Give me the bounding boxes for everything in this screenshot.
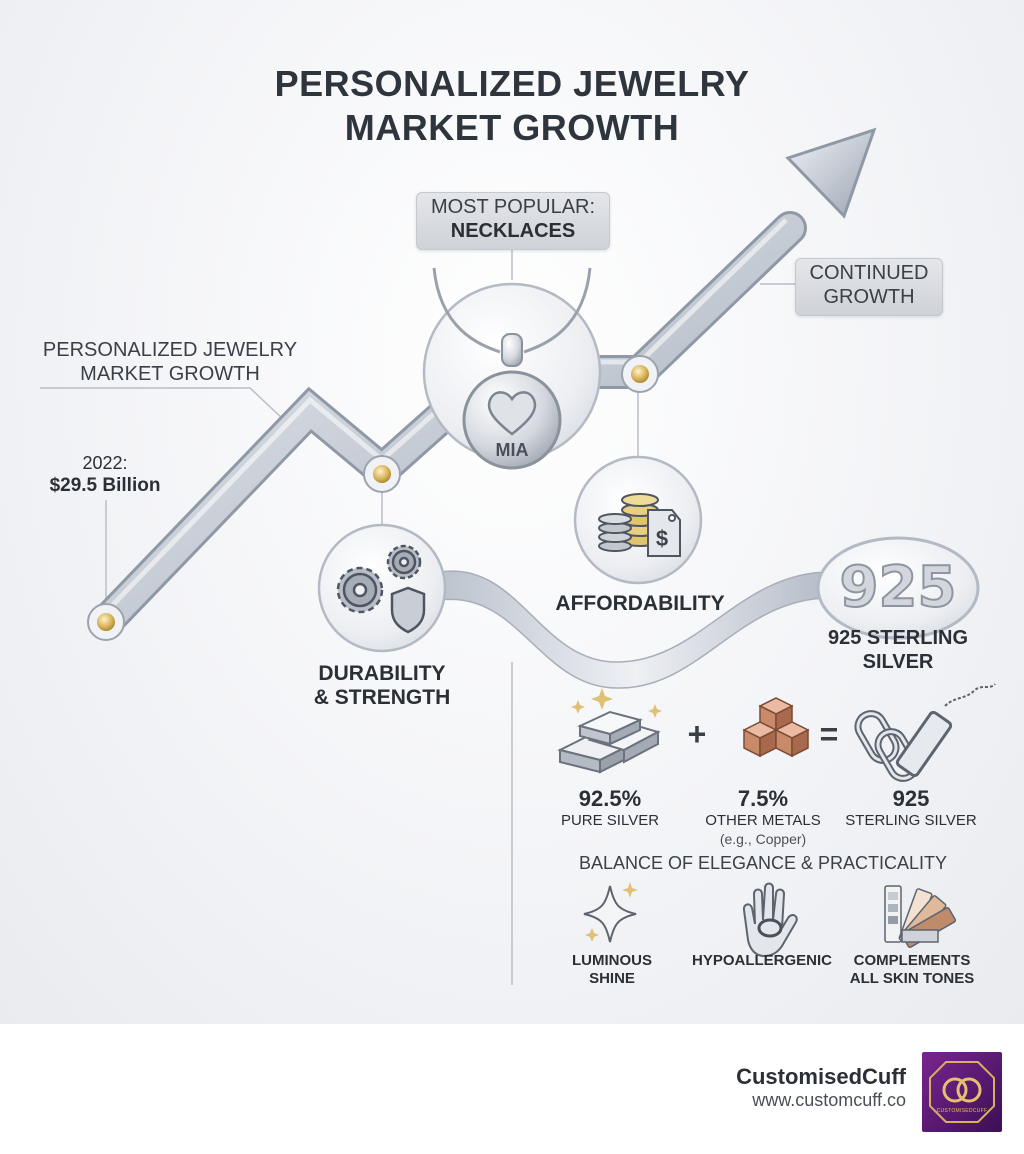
gears-shield-icon: [336, 544, 426, 634]
necklace-disc: [422, 267, 602, 470]
affordability-disc: $: [573, 455, 703, 585]
gold-joints: [87, 355, 659, 641]
other-caption: OTHER METALS: [705, 812, 821, 829]
page-title: PERSONALIZED JEWELRY MARKET GROWTH: [0, 62, 1024, 150]
result-number: 925: [892, 786, 930, 811]
other-metals-label: 7.5% OTHER METALS (e.g., Copper): [690, 786, 836, 848]
most-popular-callout: MOST POPULAR: NECKLACES: [416, 192, 610, 250]
footer: [0, 1024, 1024, 1154]
copper-cubes-icon: [742, 697, 810, 758]
popular-line-1: MOST POPULAR:: [430, 196, 596, 218]
durability-line-1: DURABILITY: [318, 662, 446, 685]
brand-url[interactable]: www.customcuff.co: [752, 1090, 906, 1110]
market-label-line-2: MARKET GROWTH: [80, 363, 260, 385]
popular-line-2: NECKLACES: [450, 220, 576, 242]
logo-text: CUSTOMISEDCUFF: [936, 1108, 988, 1114]
title-line-1: PERSONALIZED JEWELRY: [274, 63, 750, 104]
skin-line-1: COMPLEMENTS: [853, 952, 971, 969]
silver-bars-icon: [557, 688, 662, 774]
heart-icon: [487, 391, 537, 436]
hand-icon: [742, 882, 798, 958]
other-note: (e.g., Copper): [719, 831, 807, 847]
result-label: 925 STERLING SILVER: [836, 786, 986, 830]
result-caption: STERLING SILVER: [845, 812, 977, 829]
svg-text:$: $: [656, 526, 668, 551]
growth-arrow: [89, 127, 877, 639]
plus-sign: +: [687, 716, 707, 752]
skin-line-2: ALL SKIN TONES: [849, 970, 975, 987]
leader-lines: [40, 248, 795, 985]
pure-silver-label: 92.5% PURE SILVER: [540, 786, 680, 830]
title-line-2: MARKET GROWTH: [344, 107, 680, 148]
balance-heading: BALANCE OF ELEGANCE & PRACTICALITY: [578, 853, 948, 873]
cc-monogram-icon: [922, 1052, 1002, 1132]
year-value: $29.5 Billion: [49, 475, 161, 496]
silver-ribbon: [439, 570, 831, 689]
silver-caption: PURE SILVER: [560, 812, 660, 829]
pendant-engraving: MIA: [495, 440, 529, 460]
arrow-head: [785, 127, 877, 219]
market-label-line-1: PERSONALIZED JEWELRY: [42, 339, 298, 361]
year-callout: 2022: $29.5 Billion: [30, 452, 180, 498]
sterling-line-1: 925 STERLING: [827, 627, 969, 649]
continued-line-1: CONTINUED: [809, 262, 929, 284]
sterling-label: 925 STERLING SILVER: [808, 626, 988, 674]
equals-sign: =: [819, 716, 839, 752]
badge-number: 925: [839, 555, 958, 621]
continued-line-2: GROWTH: [823, 286, 915, 308]
brand-name: CustomisedCuff: [736, 1064, 906, 1089]
brand-block: CustomisedCuff www.customcuff.co: [700, 1064, 906, 1111]
chain-links-icon: [854, 683, 996, 782]
durability-line-2: & STRENGTH: [313, 686, 451, 709]
925-badge: [816, 536, 980, 640]
durability-disc: [317, 523, 447, 653]
leader-market-label: [40, 387, 285, 421]
hypoallergenic-label: HYPOALLERGENIC: [691, 952, 832, 969]
affordability-label: AFFORDABILITY: [555, 592, 725, 615]
silver-percentage: 92.5%: [578, 786, 642, 811]
continued-growth-callout: CONTINUED GROWTH: [795, 258, 943, 316]
market-growth-label: PERSONALIZED JEWELRY MARKET GROWTH: [20, 338, 320, 386]
shine-line-2: SHINE: [589, 970, 635, 987]
skin-tones-label: COMPLEMENTS ALL SKIN TONES: [842, 952, 982, 988]
luminous-shine-label: LUMINOUS SHINE: [552, 952, 672, 988]
shine-line-1: LUMINOUS: [572, 952, 652, 969]
sparkle-icon: [583, 882, 638, 943]
sterling-line-2: SILVER: [862, 651, 934, 673]
year-label: 2022:: [82, 453, 128, 473]
coins-price-tag-icon: $: [598, 493, 681, 557]
color-swatches-icon: [884, 885, 957, 948]
durability-label: DURABILITY & STRENGTH: [292, 662, 472, 710]
other-percentage: 7.5%: [737, 786, 789, 811]
